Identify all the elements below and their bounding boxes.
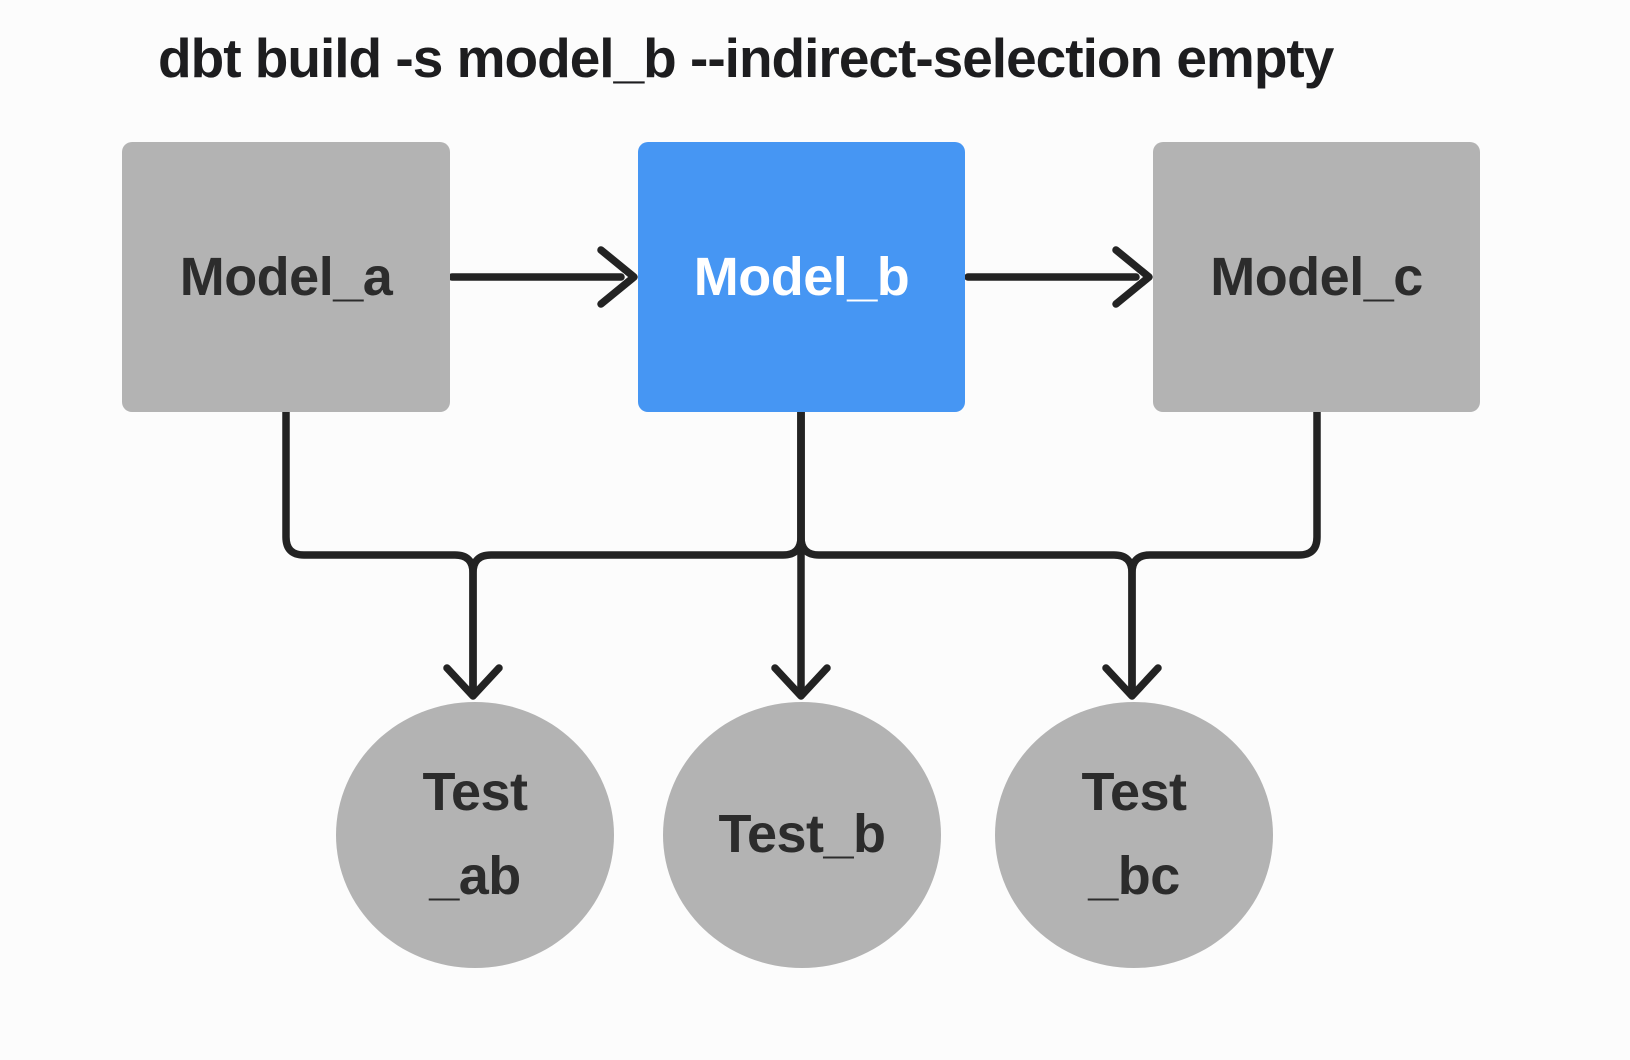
node-model-b-selected: Model_b [638, 142, 965, 412]
edge-model-b-to-test-bc [797, 408, 1136, 696]
node-model-b-label: Model_b [693, 247, 910, 307]
node-test-bc-label: Test _bc [1081, 762, 1187, 906]
arrowhead-into-test-bc-icon [1102, 664, 1162, 700]
node-model-a: Model_a [122, 142, 450, 412]
node-model-a-label: Model_a [179, 247, 393, 307]
diagram-title: dbt build -s model_b --indirect-selectio… [158, 27, 1334, 89]
arrowhead-into-test-ab-icon [443, 664, 503, 700]
node-test-ab: Test _ab [336, 702, 614, 968]
node-test-b: Test_b [663, 702, 941, 968]
node-test-bc: Test _bc [995, 702, 1273, 968]
node-test-b-label: Test_b [718, 804, 886, 865]
node-test-ab-label: Test _ab [422, 762, 528, 906]
edge-model-b-to-test-ab [469, 408, 805, 696]
arrowhead-into-model-b-icon [597, 246, 638, 308]
edge-model-a-to-test-ab [282, 408, 477, 696]
arrowhead-into-model-c-icon [1112, 246, 1153, 308]
node-model-c-label: Model_c [1210, 247, 1423, 307]
edge-model-c-to-test-bc [1128, 408, 1321, 696]
node-model-c: Model_c [1153, 142, 1480, 412]
arrowhead-into-test-b-icon [771, 664, 831, 700]
